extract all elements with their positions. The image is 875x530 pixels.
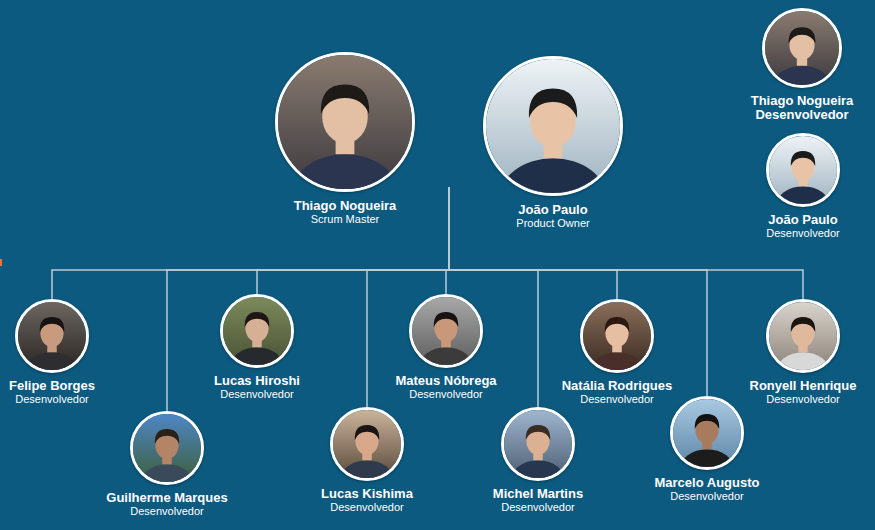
- role-label: Desenvolvedor: [409, 388, 482, 400]
- avatar-part: [40, 317, 65, 332]
- person-name: Lucas Kishima: [321, 487, 413, 501]
- member-card: Thiago NogueiraDesenvolvedor: [712, 8, 875, 122]
- avatar-part: [695, 414, 720, 429]
- avatar-photo: [769, 136, 837, 204]
- avatar-part: [526, 425, 551, 440]
- avatar-part: [776, 186, 830, 204]
- avatar-part: [772, 66, 831, 85]
- avatar-part: [321, 84, 369, 113]
- avatar-photo: [18, 302, 86, 370]
- avatar-part: [590, 352, 644, 370]
- avatar-photo: [765, 11, 839, 85]
- role-label: Desenvolvedor: [670, 490, 743, 502]
- person-name: João Paulo: [518, 203, 587, 217]
- profile-circle: [409, 294, 483, 368]
- avatar-photo: [673, 399, 741, 467]
- member-card: Natália RodriguesDesenvolvedor: [527, 299, 707, 405]
- profile-circle: [580, 299, 654, 373]
- person-name: Mateus Nóbrega: [395, 374, 496, 388]
- role-label: Desenvolvedor: [766, 393, 839, 405]
- org-connector: [257, 187, 449, 294]
- role-label: Desenvolvedor: [130, 505, 203, 517]
- person-name: Thiago Nogueira: [751, 94, 854, 108]
- member-card: Michel MartinsDesenvolvedor: [448, 407, 628, 513]
- avatar-photo: [412, 297, 480, 365]
- role-label: Desenvolvedor: [501, 501, 574, 513]
- role-label: Desenvolvedor: [330, 501, 403, 513]
- member-card: João PauloDesenvolvedor: [713, 133, 875, 239]
- avatar-part: [776, 352, 830, 370]
- person-name: Lucas Hiroshi: [214, 374, 300, 388]
- profile-circle: [670, 396, 744, 470]
- avatar-photo: [278, 55, 412, 189]
- person-name: Marcelo Augusto: [655, 476, 760, 490]
- role-label: Product Owner: [516, 217, 589, 229]
- member-card: Ronyell HenriqueDesenvolvedor: [713, 299, 875, 405]
- avatar-part: [434, 312, 459, 327]
- edge-mark: [0, 259, 2, 266]
- avatar-part: [605, 317, 630, 332]
- profile-circle: [483, 56, 623, 196]
- member-card: Felipe BorgesDesenvolvedor: [0, 299, 142, 405]
- org-connector: [449, 187, 803, 299]
- profile-circle: [275, 52, 415, 192]
- person-name: Thiago Nogueira: [294, 199, 397, 213]
- avatar-part: [140, 464, 194, 482]
- profile-circle: [762, 8, 842, 88]
- avatar-part: [499, 158, 606, 193]
- avatar-part: [529, 88, 577, 117]
- avatar-part: [230, 347, 284, 365]
- role-label: Scrum Master: [311, 213, 379, 225]
- org-connector: [449, 187, 617, 299]
- avatar-photo: [504, 410, 572, 478]
- person-name: Felipe Borges: [9, 379, 95, 393]
- profile-circle: [220, 294, 294, 368]
- profile-circle: [766, 299, 840, 373]
- person-name: João Paulo: [768, 213, 837, 227]
- lead-card: Thiago NogueiraScrum Master: [255, 52, 435, 225]
- lead-card: João PauloProduct Owner: [463, 56, 643, 229]
- avatar-part: [791, 317, 816, 332]
- avatar-part: [511, 460, 565, 478]
- person-name: Michel Martins: [493, 487, 583, 501]
- avatar-part: [789, 27, 816, 43]
- profile-circle: [501, 407, 575, 481]
- avatar-part: [245, 312, 270, 327]
- avatar-photo: [133, 414, 201, 482]
- profile-circle: [766, 133, 840, 207]
- person-name: Natália Rodrigues: [562, 379, 673, 393]
- avatar-part: [25, 352, 79, 370]
- member-card: Mateus NóbregaDesenvolvedor: [356, 294, 536, 400]
- profile-circle: [130, 411, 204, 485]
- role-label: Desenvolvedor: [755, 108, 848, 122]
- member-card: Guilherme MarquesDesenvolvedor: [77, 411, 257, 517]
- avatar-part: [791, 151, 816, 166]
- member-card: Lucas KishimaDesenvolvedor: [277, 407, 457, 513]
- profile-circle: [330, 407, 404, 481]
- avatar-part: [291, 154, 398, 189]
- avatar-part: [340, 460, 394, 478]
- avatar-photo: [583, 302, 651, 370]
- role-label: Desenvolvedor: [220, 388, 293, 400]
- avatar-photo: [769, 302, 837, 370]
- avatar-part: [155, 429, 180, 444]
- person-name: Guilherme Marques: [106, 491, 227, 505]
- role-label: Desenvolvedor: [580, 393, 653, 405]
- role-label: Desenvolvedor: [766, 227, 839, 239]
- org-connector: [449, 187, 707, 396]
- avatar-part: [680, 449, 734, 467]
- member-card: Marcelo AugustoDesenvolvedor: [617, 396, 797, 502]
- avatar-photo: [486, 59, 620, 193]
- avatar-photo: [333, 410, 401, 478]
- person-name: Ronyell Henrique: [750, 379, 857, 393]
- avatar-photo: [223, 297, 291, 365]
- role-label: Desenvolvedor: [15, 393, 88, 405]
- avatar-part: [419, 347, 473, 365]
- org-connector: [52, 187, 449, 299]
- avatar-part: [355, 425, 380, 440]
- profile-circle: [15, 299, 89, 373]
- member-card: Lucas HiroshiDesenvolvedor: [167, 294, 347, 400]
